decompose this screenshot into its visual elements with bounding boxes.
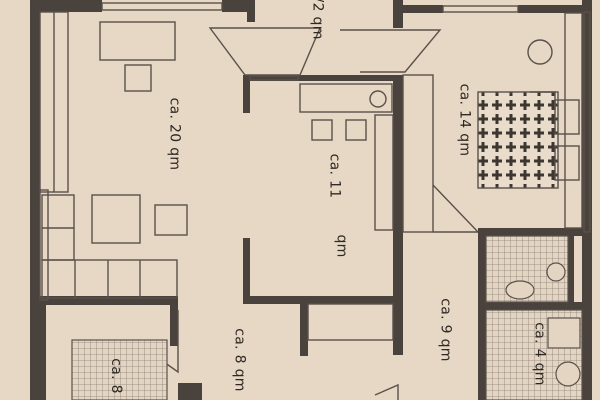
washbasin-upper — [546, 262, 566, 282]
wall-living-kitchen-upper — [243, 75, 250, 113]
door-swings — [139, 27, 479, 400]
bathroom — [485, 235, 583, 400]
wall-living-kitchen-lower — [243, 238, 250, 302]
window-left-lower — [39, 189, 49, 301]
label-hall: ca. 9 qm — [437, 298, 454, 362]
bed-corner — [530, 91, 556, 110]
door-swing-hall — [432, 184, 479, 233]
wall-bedroom-top-right — [518, 5, 590, 13]
windows-and-lines — [39, 2, 591, 341]
walls — [30, 0, 592, 400]
label-bedroom: ca. 14 qm — [456, 83, 473, 157]
window-right — [583, 11, 591, 233]
window-kitchen-top — [249, 75, 299, 81]
round-table — [527, 39, 553, 65]
side-table — [154, 204, 188, 236]
wall-bath-inner — [568, 228, 574, 308]
toilet-upper — [505, 280, 535, 300]
bedroom-shelf — [564, 12, 583, 229]
kitchen-furniture — [311, 90, 387, 141]
wall-bath-divider — [478, 302, 586, 310]
wall-stub-top — [247, 0, 255, 22]
label-kitchen-top: ca. 11 — [326, 153, 343, 199]
kitchen-counter-side — [374, 114, 394, 231]
kitchen-counter-top — [299, 83, 393, 113]
label-bath: ca. 4 qm — [531, 322, 548, 386]
wall-living-bottom — [30, 296, 175, 305]
small-room-tiles — [71, 339, 168, 400]
label-kitchen-bottom: qm — [333, 234, 350, 258]
outer-wall-right — [582, 0, 592, 400]
wall-small-room-right — [170, 296, 178, 346]
door-swing-bottom — [374, 383, 399, 400]
wall-top-living-right — [222, 0, 252, 12]
wall-top-living — [30, 0, 102, 12]
window-bedroom-top — [442, 5, 519, 13]
wall-stub-kitchen-bottom — [300, 296, 308, 356]
wall-bath-left — [478, 228, 486, 400]
double-bed — [477, 91, 559, 189]
pillow-1 — [554, 99, 580, 135]
window-top-living — [101, 2, 223, 11]
outer-wall-left — [30, 0, 40, 400]
label-small-room: ca. 8 — [107, 358, 124, 394]
label-living: ca. 20 qm — [166, 97, 183, 171]
wall-small-room-left — [40, 305, 46, 400]
door-swing-top — [208, 27, 322, 76]
label-top-partial: 5/2 qm — [309, 0, 326, 40]
wall-bedroom-top-left — [393, 0, 403, 28]
shower-lower — [547, 317, 581, 349]
wall-kitchen-top — [243, 75, 393, 81]
table — [99, 21, 176, 61]
wardrobe — [402, 74, 434, 233]
door-swing-top-right — [340, 29, 442, 73]
wall-corridor-bottom — [178, 383, 202, 400]
sink-round — [369, 90, 387, 108]
washbasin-lower — [555, 361, 581, 387]
label-corridor: ca. 8 qm — [231, 328, 248, 392]
living-furniture — [41, 21, 188, 299]
hall-partition — [307, 303, 394, 341]
wall-bedroom-bottom — [478, 228, 590, 236]
wall-kitchen-bedroom — [393, 75, 403, 355]
bedroom-furniture — [477, 39, 580, 189]
sofa-back — [41, 259, 178, 299]
armchair — [91, 194, 141, 244]
chair-top — [124, 64, 152, 92]
pillow-2 — [554, 145, 580, 181]
stool-2 — [345, 119, 367, 141]
wall-bedroom-top — [393, 5, 443, 13]
stool-1 — [311, 119, 333, 141]
wall-kitchen-bottom — [243, 296, 403, 304]
